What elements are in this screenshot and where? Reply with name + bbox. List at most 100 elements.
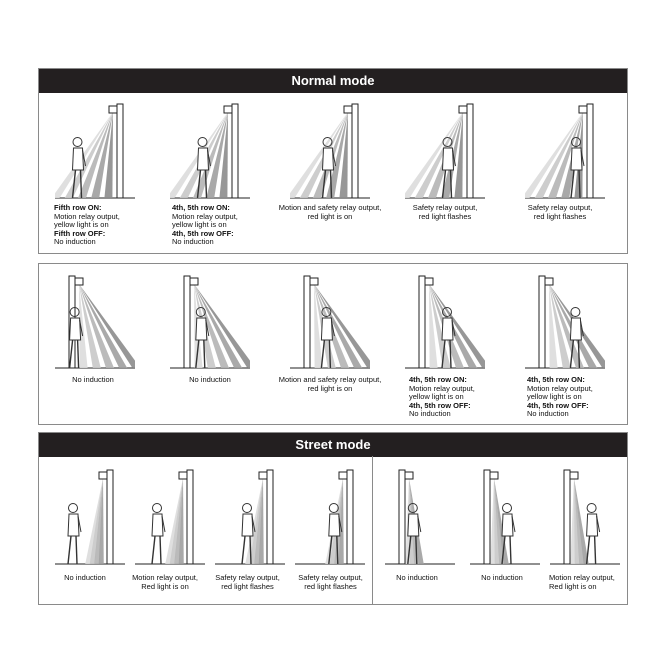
detection-beam: [429, 284, 485, 368]
detection-beam: [55, 112, 113, 198]
caption-line: Motion relay output,: [549, 573, 615, 582]
normal-mode-header: Normal mode: [39, 69, 627, 93]
person-figure: [320, 307, 335, 369]
diagram-caption: No induction: [165, 375, 255, 385]
caption-line: Motion relay output,: [132, 573, 198, 582]
sensor-diagram: [170, 100, 250, 200]
sensor-diagram: [55, 272, 135, 370]
person-figure: [328, 503, 343, 565]
caption-line: yellow light is on: [527, 392, 582, 402]
sensor-pole: [116, 103, 124, 199]
caption-line: No induction: [54, 237, 96, 247]
detection-beam: [454, 112, 463, 198]
caption-line: 4th, 5th row ON:: [527, 375, 585, 384]
normal-mode-panel: Normal mode: [38, 68, 628, 254]
detection-beam: [314, 284, 370, 368]
detection-beam: [169, 478, 183, 564]
detection-beam: [89, 478, 103, 564]
caption-line: red light flashes: [418, 211, 472, 221]
detection-beam: [429, 284, 438, 368]
sensor-diagram: [135, 466, 205, 566]
caption-line: No induction: [481, 573, 523, 582]
sensor-diagram: [525, 272, 605, 370]
sensor-pole: [398, 469, 406, 565]
sensor-pole: [351, 103, 359, 199]
detection-illustration: [170, 103, 250, 199]
detection-beam: [79, 284, 135, 368]
sensor-pole: [483, 469, 491, 565]
diagram-caption: Motion and safety relay output,red light…: [270, 375, 390, 393]
sensor-pole: [106, 469, 114, 565]
diagram-caption: Motion relay output,Red light is on: [125, 573, 205, 591]
caption-line: No induction: [189, 375, 231, 384]
person-figure: [241, 503, 256, 565]
sensor-head: [338, 471, 348, 480]
caption-line: 4th, 5th row OFF:: [527, 400, 589, 410]
sensor-pole: [266, 469, 274, 565]
detection-beam: [290, 112, 348, 198]
sensor-pole: [183, 275, 191, 369]
diagram-caption: No induction: [462, 573, 542, 583]
caption-line: No induction: [72, 375, 114, 384]
detection-beam: [254, 478, 263, 564]
detection-illustration: [470, 469, 540, 565]
diagram-caption: No induction: [45, 573, 125, 583]
detection-illustration: [55, 469, 125, 565]
caption-line: Red light is on: [141, 581, 189, 591]
detection-beam: [194, 284, 203, 368]
detection-beam: [574, 478, 589, 564]
sensor-diagram: [295, 466, 365, 566]
sensor-head: [98, 471, 108, 480]
caption-line: Motion and safety relay output,: [278, 375, 382, 384]
sensor-head: [544, 277, 554, 286]
detection-beam: [338, 478, 344, 564]
diagram-caption: No induction: [377, 573, 457, 583]
detection-illustration: [215, 469, 285, 565]
sensor-pole: [346, 469, 354, 565]
caption-line: 4th, 5th row OFF:: [409, 400, 471, 410]
detection-illustration: [55, 275, 135, 369]
diagram-caption: Motion relay output,Red light is on: [549, 573, 629, 591]
diagram-caption: Safety relay output,red light flashes: [400, 203, 490, 221]
person-figure: [441, 307, 456, 369]
detection-illustration: [405, 275, 485, 369]
person-figure: [196, 137, 211, 199]
detection-illustration: [385, 469, 455, 565]
detection-beam: [314, 284, 323, 368]
detection-illustration: [525, 103, 605, 199]
detection-beam: [79, 284, 114, 368]
caption-line: Motion relay output,: [527, 383, 593, 393]
detection-illustration: [290, 275, 370, 369]
caption-line: No induction: [527, 409, 569, 419]
caption-line: Safety relay output,: [412, 203, 478, 212]
diagram-caption: No induction: [48, 375, 138, 385]
detection-beam: [174, 478, 183, 564]
person-figure: [71, 137, 86, 199]
sensor-pole: [586, 103, 594, 199]
detection-beam: [94, 478, 103, 564]
diagram-caption: Safety relay output,red light flashes: [205, 573, 290, 591]
detection-beam: [405, 112, 463, 198]
detection-beam: [258, 478, 264, 564]
sensor-head: [424, 277, 434, 286]
person-figure: [195, 307, 210, 369]
caption-line: red light flashes: [304, 581, 357, 591]
caption-line: red light is on: [307, 383, 353, 393]
diagram-caption: 4th, 5th row ON:Motion relay output,yell…: [527, 375, 617, 419]
detection-illustration: [170, 275, 250, 369]
sensor-pole: [418, 275, 426, 369]
detection-beam: [178, 478, 184, 564]
detection-illustration: [550, 469, 620, 565]
caption-line: No induction: [64, 573, 106, 582]
person-figure: [441, 137, 456, 199]
detection-beam: [219, 112, 228, 198]
caption-line: red light is on: [307, 211, 353, 221]
sensor-head: [489, 471, 499, 480]
caption-line: Safety relay output,: [298, 573, 363, 582]
detection-illustration: [405, 103, 485, 199]
caption-line: red light flashes: [533, 211, 587, 221]
sensor-diagram: [55, 100, 135, 200]
sensor-diagram: [170, 272, 250, 370]
street-mode-header: Street mode: [39, 433, 627, 457]
sensor-pole: [303, 275, 311, 369]
